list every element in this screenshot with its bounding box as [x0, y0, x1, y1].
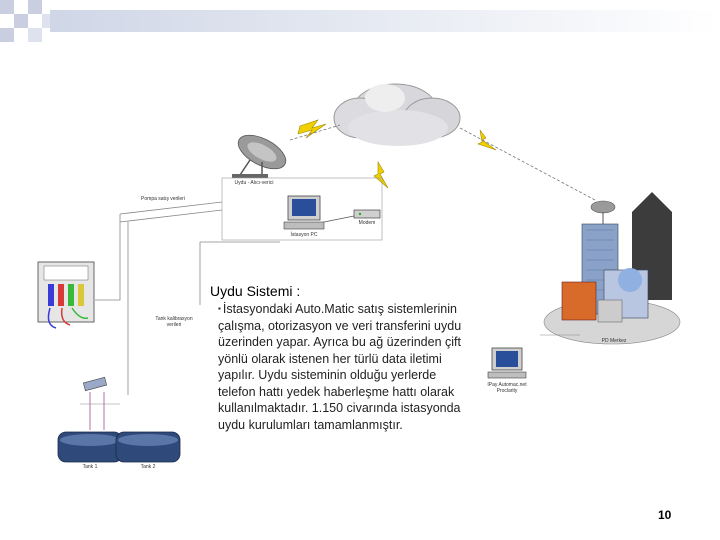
corner-decoration — [0, 0, 56, 42]
ipay-pc-icon — [487, 347, 527, 379]
header-gradient-bar — [50, 10, 720, 32]
station-pc-icon — [283, 195, 325, 230]
lightning-icon — [477, 129, 497, 151]
fuel-tank-icon — [115, 431, 181, 463]
cloud-icon — [333, 83, 461, 146]
headquarters-building-icon — [543, 192, 681, 345]
tank1-label: Tank 1 — [82, 464, 98, 470]
textbox-title: Uydu Sistemi : — [210, 283, 301, 299]
station-pc-label: İstasyon PC — [290, 232, 318, 238]
ipay-label: IPay Automac.net Proclarity — [487, 382, 527, 394]
fuel-pump-icon — [37, 261, 95, 329]
modem-icon — [353, 209, 381, 219]
textbox-body: ▪İstasyondaki Auto.Matic satış sistemler… — [218, 301, 476, 433]
lightning-icon — [373, 160, 389, 189]
modem-label: Modem — [358, 220, 376, 226]
hq-label: PD Merkez — [601, 338, 627, 344]
bullet-icon: ▪ — [218, 304, 221, 313]
satellite-dish-icon — [232, 134, 287, 178]
probe-device-icon — [82, 376, 108, 392]
page-number: 10 — [658, 508, 672, 522]
pump-sales-label: Pompa satış verileri — [141, 196, 185, 202]
textbox-paragraph: İstasyondaki Auto.Matic satış sistemleri… — [218, 302, 462, 432]
fuel-tank-icon — [57, 431, 123, 463]
satellite-system-textbox: Uydu Sistemi : ▪İstasyondaki Auto.Matic … — [208, 283, 476, 433]
tank-calibration-label: Tank kalibrasyon verileri — [155, 316, 193, 328]
satellite-label: Uydu - Alıcı-verici — [234, 180, 274, 186]
tank2-label: Tank 2 — [140, 464, 156, 470]
lightning-icon — [297, 119, 327, 139]
